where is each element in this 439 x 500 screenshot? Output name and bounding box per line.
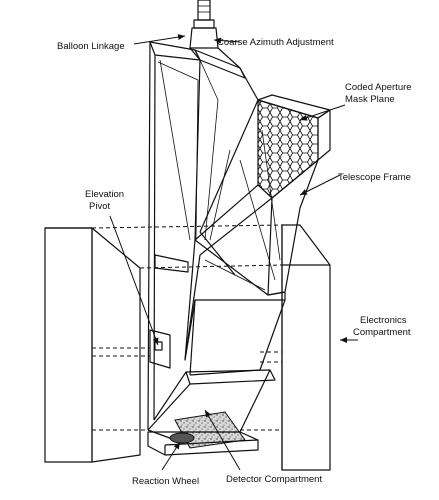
label-mask-plane: Mask Plane bbox=[345, 94, 395, 105]
azimuth-mount bbox=[189, 0, 241, 69]
leader-lines bbox=[109, 34, 358, 471]
coded-aperture-mask bbox=[257, 94, 331, 198]
label-compartment: Compartment bbox=[353, 327, 411, 338]
electronics-compartment-right bbox=[281, 224, 331, 471]
label-coded-aperture: Coded Aperture bbox=[345, 82, 412, 93]
label-elevation: Elevation bbox=[85, 189, 124, 200]
label-electronics: Electronics bbox=[360, 315, 407, 326]
reaction-wheel bbox=[169, 432, 195, 444]
detector-compartment bbox=[147, 411, 259, 456]
label-pivot: Pivot bbox=[89, 201, 110, 212]
label-coarse-azimuth: Coarse Azimuth Adjustment bbox=[217, 37, 334, 48]
label-telescope-frame: Telescope Frame bbox=[338, 172, 411, 183]
compartment-connectors bbox=[91, 224, 283, 431]
label-reaction-wheel: Reaction Wheel bbox=[132, 476, 199, 487]
label-detector-compartment: Detector Compartment bbox=[226, 474, 322, 485]
elevation-pivot bbox=[149, 254, 189, 369]
electronics-compartment-left bbox=[44, 227, 141, 463]
label-balloon-linkage: Balloon Linkage bbox=[57, 41, 125, 52]
